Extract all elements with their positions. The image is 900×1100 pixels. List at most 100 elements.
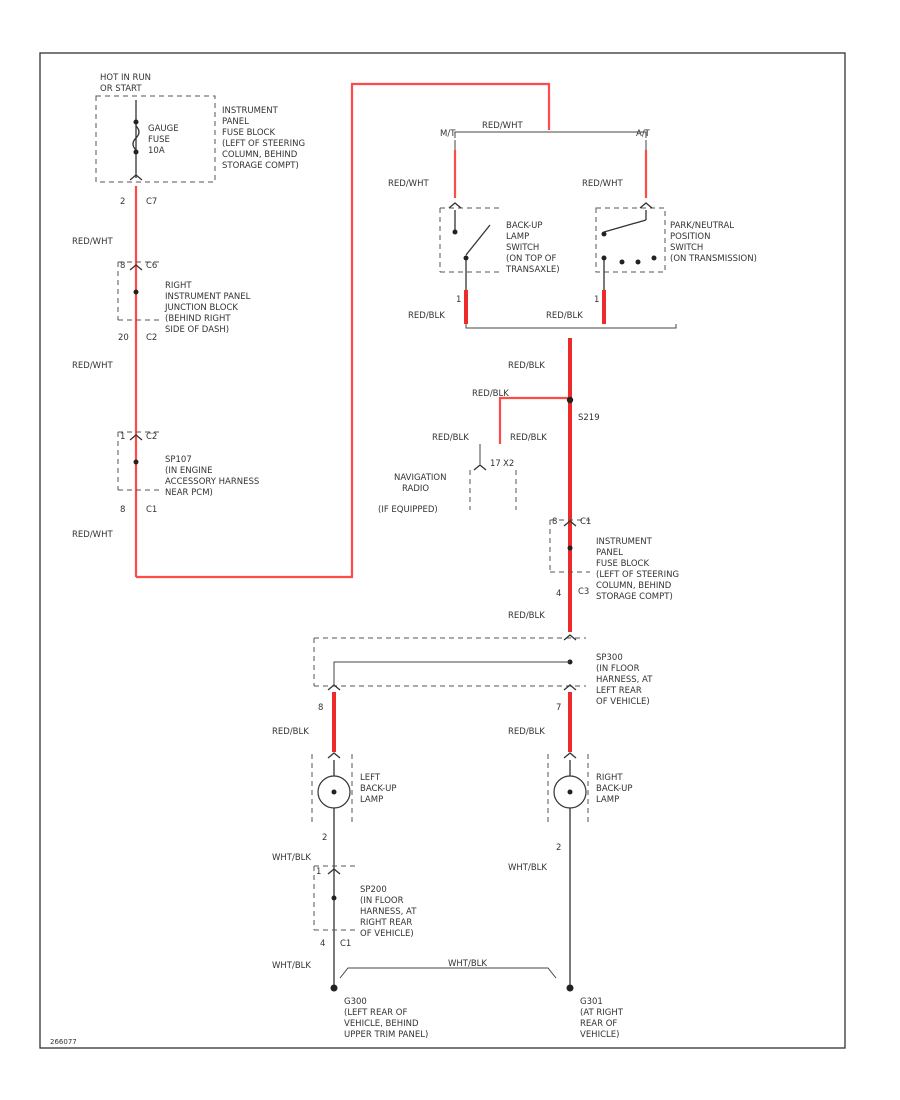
nav-conn-label: X2 xyxy=(503,459,514,469)
sp107-conn-label: C2 xyxy=(146,432,157,442)
sp107-label-4: NEAR PCM) xyxy=(165,488,213,498)
ip2-pin-label: 8 xyxy=(552,517,557,527)
g301-label-1: G301 xyxy=(580,997,603,1007)
redblk-rl-label: RED/BLK xyxy=(508,727,545,737)
ip-fuse-block-label-top-3: FUSE BLOCK xyxy=(222,128,275,138)
sp200-conn-bottom-label: C1 xyxy=(340,939,351,949)
pin-1a-label: 1 xyxy=(456,295,461,305)
connector-icon xyxy=(327,684,577,691)
switch-output-bus xyxy=(465,324,677,329)
right-lamp-label-1: RIGHT xyxy=(596,773,623,783)
connector-icon xyxy=(563,752,577,759)
right-lamp-label-3: LAMP xyxy=(596,795,619,805)
redwht-return-wire xyxy=(136,82,551,579)
right-lamp-label-2: BACK-UP xyxy=(596,784,633,794)
mt-at-bus xyxy=(454,131,647,138)
sp300-label-3: HARNESS, AT xyxy=(596,675,653,685)
redwht-label-1: RED/WHT xyxy=(72,237,113,247)
jb-pin-bottom-label: 20 xyxy=(118,333,129,343)
park-neutral-outline xyxy=(595,207,666,273)
ip-fuse-block-outline-2 xyxy=(549,519,590,573)
redwht-top-label: RED/WHT xyxy=(482,121,523,131)
backup-switch-label-4: (ON TOP OF xyxy=(506,254,556,264)
redblk-left-label: RED/BLK xyxy=(408,311,445,321)
at-label: A/T xyxy=(636,129,651,139)
ip2-conn-bottom-label: C3 xyxy=(578,587,589,597)
jb-pin-label: 8 xyxy=(120,261,125,271)
ip2-conn-label: C1 xyxy=(580,517,591,527)
right-ip-jb-outline xyxy=(117,261,160,321)
connector-icon xyxy=(639,202,653,209)
right-ip-jb-label-2: INSTRUMENT PANEL xyxy=(165,292,251,302)
ip-fuse-block-2-label-6: STORAGE COMPT) xyxy=(596,592,673,602)
lamp-pin-2r-label: 2 xyxy=(556,843,561,853)
right-ip-jb-label-5: SIDE OF DASH) xyxy=(165,325,229,335)
redblk-mid-label: RED/BLK xyxy=(508,361,545,371)
right-lamp-outline xyxy=(547,754,589,826)
connector-icon xyxy=(448,202,462,209)
connector-icon xyxy=(473,464,487,471)
redblk-lower-label: RED/BLK xyxy=(508,611,545,621)
sp200-label-5: OF VEHICLE) xyxy=(360,929,414,939)
mt-label: M/T xyxy=(440,129,456,139)
sp200-label-1: SP200 xyxy=(360,885,387,895)
sp300-pin-right-label: 7 xyxy=(556,703,561,713)
redblk-branch-label: RED/BLK xyxy=(472,389,509,399)
left-lamp-label-1: LEFT xyxy=(360,773,381,783)
navigation-label-2: RADIO xyxy=(402,484,429,494)
sp107-outline xyxy=(117,431,160,491)
whtblk-3-label: WHT/BLK xyxy=(272,961,311,971)
splice-icon xyxy=(133,459,139,465)
right-ip-jb-label-3: JUNCTION BLOCK xyxy=(164,303,238,313)
g301-label-3: REAR OF xyxy=(580,1019,617,1029)
g300-label-3: VEHICLE, BEHIND xyxy=(344,1019,419,1029)
connector-icon xyxy=(129,434,143,441)
ip-fuse-block-2-label-4: (LEFT OF STEERING xyxy=(596,570,679,580)
splice-icon xyxy=(567,545,573,551)
redwht-label-2: RED/WHT xyxy=(72,361,113,371)
connector-icon xyxy=(563,520,577,527)
splice-icon xyxy=(331,895,337,901)
hot-in-run-label: HOT IN RUN xyxy=(100,73,151,83)
right-ip-jb-label-4: (BEHIND RIGHT xyxy=(165,314,231,324)
s219-splice-icon xyxy=(566,396,574,404)
g300-label-2: (LEFT REAR OF xyxy=(344,1008,407,1018)
nav-pin-label: 17 xyxy=(490,459,501,469)
ip-fuse-block-2-label-1: INSTRUMENT xyxy=(596,537,653,547)
ip2-pin-bottom-label: 4 xyxy=(556,589,561,599)
whtblk-2-label: WHT/BLK xyxy=(508,863,547,873)
g300-label-4: UPPER TRIM PANEL) xyxy=(344,1030,428,1040)
right-ip-jb-label-1: RIGHT xyxy=(165,281,192,291)
fuse-word-label: FUSE xyxy=(148,135,170,145)
g300-label-1: G300 xyxy=(344,997,367,1007)
ground-icon xyxy=(566,984,574,992)
sp200-outline xyxy=(313,865,356,931)
park-neutral-label-2: POSITION xyxy=(670,232,710,242)
redblk-ll-label: RED/BLK xyxy=(272,727,309,737)
sp107-pin-bottom-label: 8 xyxy=(120,505,125,515)
backup-switch-outline xyxy=(439,207,500,273)
backup-switch-label-3: SWITCH xyxy=(506,243,539,253)
ip-fuse-block-label-top-6: STORAGE COMPT) xyxy=(222,161,299,171)
ip-fuse-block-2-label-5: COLUMN, BEHIND xyxy=(596,581,672,591)
lamp-pin-2l-label: 2 xyxy=(322,833,327,843)
fuse-icon xyxy=(132,100,140,178)
jb-conn-bottom-label: C2 xyxy=(146,333,157,343)
ground-icon xyxy=(330,984,338,992)
on-start-label: OR START xyxy=(100,84,142,94)
ground-link-wire xyxy=(339,967,557,979)
fuse-amp-label: 10A xyxy=(148,146,165,156)
lamp-icon xyxy=(317,760,351,826)
ip-fuse-block-label-top-4: (LEFT OF STEERING xyxy=(222,139,305,149)
ip-fuse-block-outline-top xyxy=(95,95,216,183)
backup-switch-label-1: BACK-UP xyxy=(506,221,543,231)
sp200-pin-bottom-label: 4 xyxy=(320,939,325,949)
fuse-name-label: GAUGE xyxy=(148,124,179,134)
redblk-right-label: RED/BLK xyxy=(546,311,583,321)
connector-icon xyxy=(327,752,341,759)
whtblk-1-label: WHT/BLK xyxy=(272,853,311,863)
redwht-left-label: RED/WHT xyxy=(388,179,429,189)
park-neutral-label-4: (ON TRANSMISSION) xyxy=(670,254,757,264)
connector-icon xyxy=(129,174,143,181)
